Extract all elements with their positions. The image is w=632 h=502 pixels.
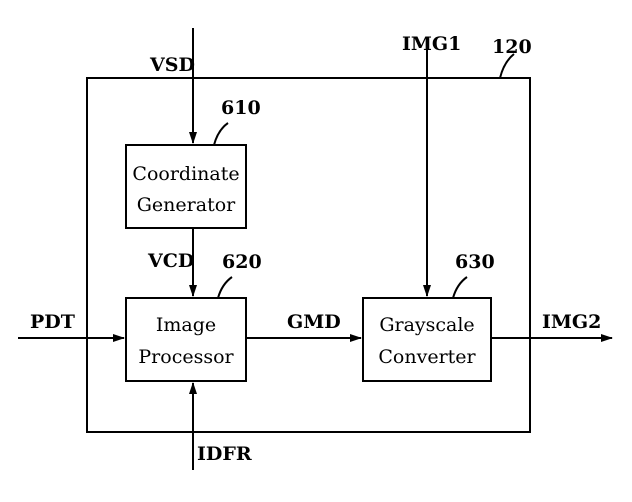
coordinate-generator-ref-leader [213, 122, 229, 146]
idfr-label: IDFR [197, 443, 252, 465]
grayscale-converter-ref: 630 [455, 251, 495, 273]
grayscale-converter-line2: Converter [378, 346, 476, 368]
grayscale-converter-line1: Grayscale [379, 314, 474, 336]
image-processor-line2: Processor [138, 346, 234, 368]
coordinate-generator-block [125, 144, 247, 229]
vsd-label: VSD [149, 54, 195, 76]
gmd-label: GMD [287, 311, 341, 333]
coordinate-generator-line2: Generator [137, 194, 236, 216]
image-processor-line1: Image [156, 314, 216, 336]
grayscale-converter-ref-leader [452, 276, 468, 299]
pdt-label: PDT [30, 311, 75, 333]
vcd-label: VCD [147, 250, 194, 272]
outer-block-120 [86, 77, 531, 433]
coordinate-generator-ref: 610 [221, 97, 261, 119]
outer-ref-leader [499, 53, 515, 79]
image-processor-ref: 620 [222, 251, 262, 273]
img2-label: IMG2 [542, 311, 601, 333]
outer-ref-label: 120 [492, 36, 532, 58]
coordinate-generator-line1: Coordinate [132, 163, 239, 185]
image-processor-block [125, 297, 247, 382]
image-processor-ref-leader [217, 276, 233, 299]
img1-label: IMG1 [402, 33, 461, 55]
grayscale-converter-block [362, 297, 492, 382]
